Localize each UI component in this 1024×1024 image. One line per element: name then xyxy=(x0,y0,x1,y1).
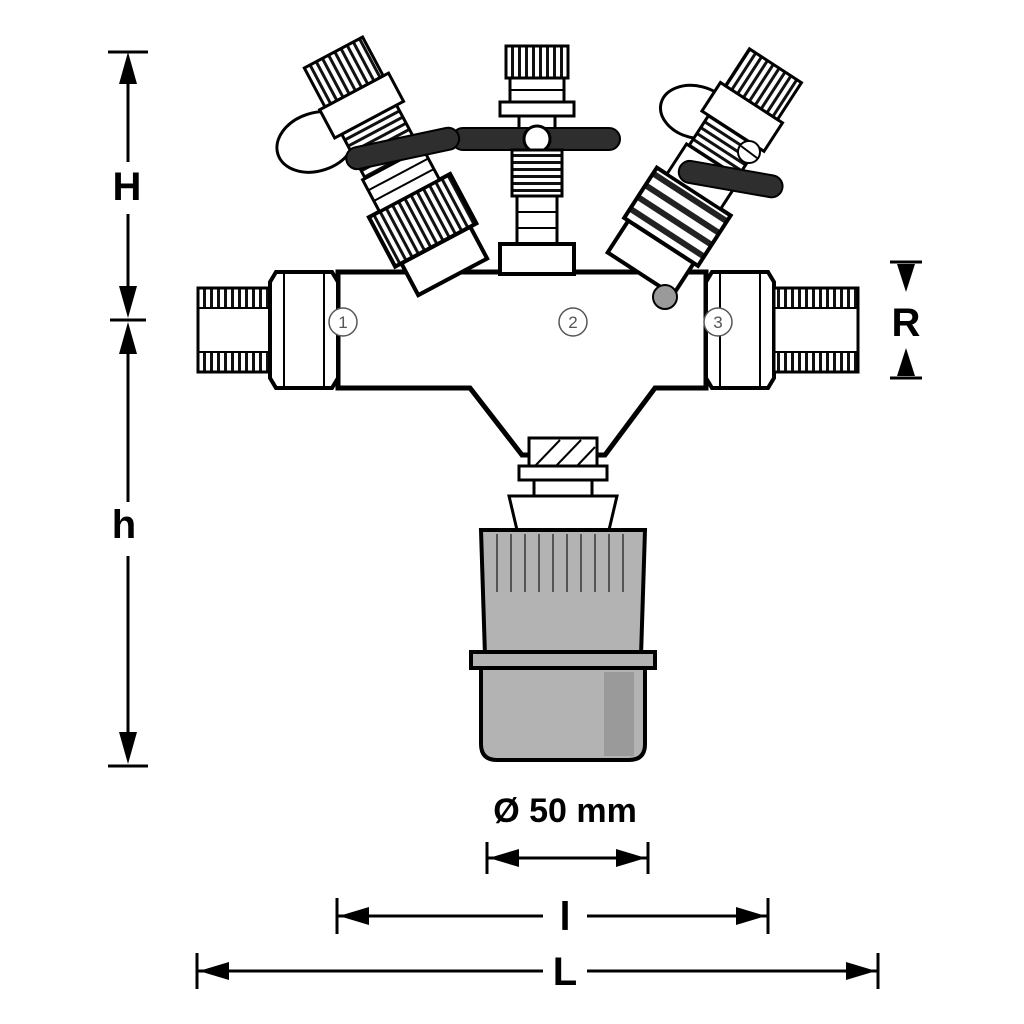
dimension-label-H: H xyxy=(113,165,142,209)
knurled-cap xyxy=(504,44,570,80)
arrow-left-icon xyxy=(489,849,519,867)
right-lever-handle xyxy=(677,159,784,199)
arrow-down-icon xyxy=(119,732,137,764)
arrow-up-icon xyxy=(119,322,137,354)
test-port-plug xyxy=(652,284,678,310)
funnel-rib xyxy=(469,650,657,670)
dimension-diameter: Ø 50 mm xyxy=(485,792,650,874)
left-lever-handle xyxy=(345,126,461,171)
arrow-left-icon xyxy=(339,907,369,925)
arrow-right-icon xyxy=(736,907,766,925)
discharge-funnel xyxy=(469,436,657,762)
port-badge-1: 1 xyxy=(328,307,358,337)
knurled-cap xyxy=(302,35,386,109)
valve-assembly: 1 2 3 xyxy=(196,35,860,762)
port-badge-3: 3 xyxy=(703,307,733,337)
valve-body xyxy=(335,269,709,458)
port-number: 2 xyxy=(568,313,577,332)
air-gap-inlet xyxy=(507,494,619,532)
port-badge-2: 2 xyxy=(558,307,588,337)
lever-hub xyxy=(522,124,552,154)
funnel-fluting xyxy=(496,534,624,592)
arrow-up-icon xyxy=(119,52,137,84)
funnel-shading xyxy=(604,672,634,756)
dimension-label-l: l xyxy=(559,895,570,939)
threaded-section xyxy=(510,148,564,198)
dimension-label-L: L xyxy=(553,950,577,994)
dimension-h: h xyxy=(108,322,148,768)
center-valve xyxy=(451,44,621,276)
knurled-cap xyxy=(723,46,804,122)
right-test-valve xyxy=(604,46,804,298)
port-number: 3 xyxy=(713,313,722,332)
dimension-label-diameter: Ø 50 mm xyxy=(493,792,637,830)
dimension-R: R xyxy=(890,260,922,380)
dimension-label-R: R xyxy=(892,301,921,345)
funnel-upper xyxy=(478,528,648,658)
arrow-up-icon xyxy=(897,348,915,376)
arrow-left-icon xyxy=(199,962,229,980)
arrow-right-icon xyxy=(846,962,876,980)
left-union-nut xyxy=(268,270,340,390)
arrow-right-icon xyxy=(616,849,646,867)
dimension-l: l xyxy=(335,895,770,939)
right-pipe-thread xyxy=(772,286,860,374)
left-pipe-thread xyxy=(196,286,272,374)
dimension-label-h: h xyxy=(112,503,136,547)
arrow-down-icon xyxy=(119,286,137,318)
dimension-H: H xyxy=(108,50,148,322)
dimension-L: L xyxy=(195,950,880,994)
arrow-down-icon xyxy=(897,264,915,292)
port-number: 1 xyxy=(338,313,347,332)
